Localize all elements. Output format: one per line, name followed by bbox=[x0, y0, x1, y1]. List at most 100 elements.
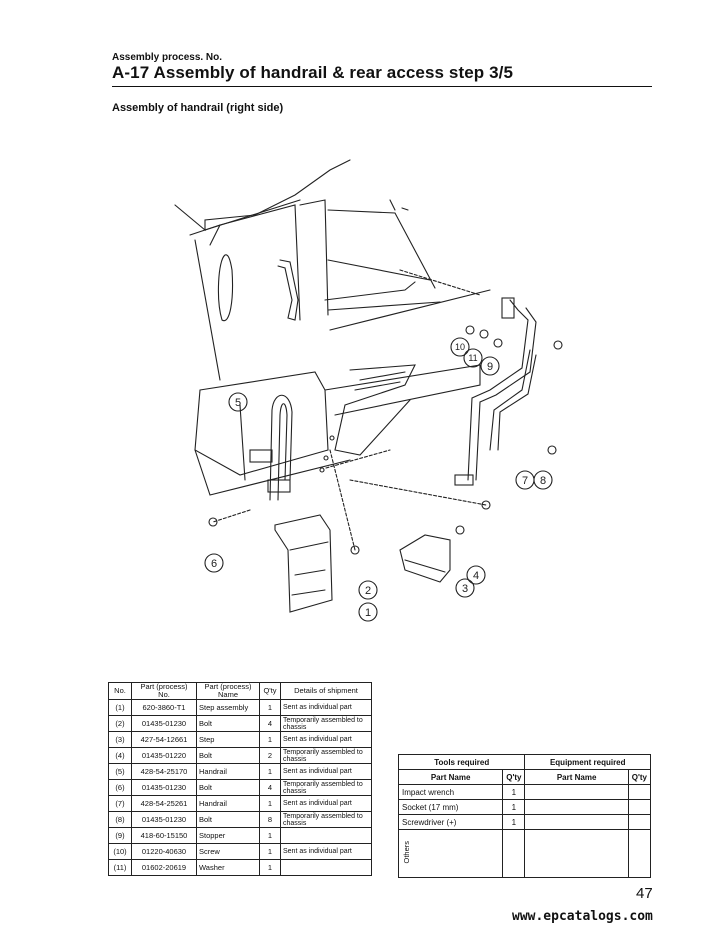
col-part-name: Part (process) Name bbox=[196, 682, 260, 700]
callout-2: 2 bbox=[365, 585, 371, 597]
step-assembly bbox=[274, 514, 333, 613]
part-qty: 1 bbox=[259, 763, 281, 780]
part-qty: 2 bbox=[259, 747, 281, 764]
part-no-index: (2) bbox=[108, 715, 132, 732]
shipment-details: Sent as individual part bbox=[280, 763, 372, 780]
shipment-details bbox=[280, 827, 372, 844]
part-no-index: (8) bbox=[108, 811, 132, 828]
shipment-details: Temporarily assembled to chassis bbox=[280, 715, 372, 732]
handrail-left bbox=[249, 394, 293, 501]
part-number: 01602-20619 bbox=[131, 859, 197, 876]
part-name: Step assembly bbox=[196, 699, 260, 716]
part-number: 418-60-15150 bbox=[131, 827, 197, 844]
callout-3: 3 bbox=[462, 583, 468, 595]
part-qty: 1 bbox=[259, 859, 281, 876]
part-no-index: (5) bbox=[108, 763, 132, 780]
equipment-part-name-header: Part Name bbox=[524, 769, 629, 785]
part-name: Bolt bbox=[196, 779, 260, 796]
part-name: Handrail bbox=[196, 763, 260, 780]
part-number: 01220-40630 bbox=[131, 843, 197, 860]
part-number: 01435-01230 bbox=[131, 811, 197, 828]
tools-header: Tools required bbox=[397, 754, 526, 770]
equipment-header: Equipment required bbox=[524, 754, 651, 770]
shipment-details: Sent as individual part bbox=[280, 795, 372, 812]
col-details: Details of shipment bbox=[280, 682, 372, 700]
callout-7: 7 bbox=[522, 475, 528, 487]
part-qty: 8 bbox=[259, 811, 281, 828]
part-number: 428-54-25261 bbox=[131, 795, 197, 812]
tool-qty: 1 bbox=[502, 814, 526, 830]
watermark: www.epcatalogs.com bbox=[512, 909, 653, 924]
shipment-details: Sent as individual part bbox=[280, 843, 372, 860]
part-name: Bolt bbox=[196, 811, 260, 828]
part-name: Washer bbox=[196, 859, 260, 876]
section-heading: Assembly of handrail (right side) bbox=[112, 102, 284, 114]
callout-6: 6 bbox=[211, 558, 217, 570]
part-number: 01435-01220 bbox=[131, 747, 197, 764]
tool-name: Screwdriver (+) bbox=[397, 814, 504, 830]
part-no-index: (1) bbox=[108, 699, 132, 716]
shipment-details: Sent as individual part bbox=[280, 731, 372, 748]
part-no-index: (4) bbox=[108, 747, 132, 764]
part-name: Handrail bbox=[196, 795, 260, 812]
part-no-index: (10) bbox=[108, 843, 132, 860]
step bbox=[399, 534, 451, 583]
part-no-index: (3) bbox=[108, 731, 132, 748]
part-qty: 1 bbox=[259, 699, 281, 716]
col-qty: Q'ty bbox=[259, 682, 281, 700]
handrail-right bbox=[454, 297, 537, 486]
part-no-index: (11) bbox=[108, 859, 132, 876]
part-qty: 1 bbox=[259, 827, 281, 844]
callout-8: 8 bbox=[540, 475, 546, 487]
callout-4: 4 bbox=[473, 570, 479, 582]
part-number: 01435-01230 bbox=[131, 779, 197, 796]
part-number: 620-3860-T1 bbox=[131, 699, 197, 716]
callout-5: 5 bbox=[235, 397, 241, 409]
tools-qty-header: Q'ty bbox=[502, 769, 526, 785]
part-no-index: (7) bbox=[108, 795, 132, 812]
part-name: Step bbox=[196, 731, 260, 748]
tool-name: Impact wrench bbox=[397, 784, 504, 800]
part-name: Stopper bbox=[196, 827, 260, 844]
others-label: Others bbox=[402, 841, 411, 864]
part-no-index: (9) bbox=[108, 827, 132, 844]
shipment-details: Temporarily assembled to chassis bbox=[280, 811, 372, 828]
process-label: Assembly process. No. bbox=[112, 52, 223, 63]
fasteners bbox=[208, 325, 563, 555]
shipment-details bbox=[280, 859, 372, 876]
parts-table: No. Part (process) No. Part (process) Na… bbox=[108, 682, 372, 876]
page-number: 47 bbox=[636, 885, 653, 902]
part-number: 427-54-12661 bbox=[131, 731, 197, 748]
callout-9: 9 bbox=[487, 361, 493, 373]
page-title: A-17 Assembly of handrail & rear access … bbox=[112, 63, 514, 82]
shipment-details: Temporarily assembled to chassis bbox=[280, 779, 372, 796]
tools-part-name-header: Part Name bbox=[397, 769, 504, 785]
part-qty: 4 bbox=[259, 715, 281, 732]
tool-qty: 1 bbox=[502, 784, 526, 800]
shipment-details: Temporarily assembled to chassis bbox=[280, 747, 372, 764]
part-qty: 1 bbox=[259, 795, 281, 812]
tool-qty: 1 bbox=[502, 799, 526, 815]
callout-10: 10 bbox=[455, 342, 465, 352]
leader-lines bbox=[212, 269, 487, 551]
callouts bbox=[204, 337, 553, 622]
part-qty: 4 bbox=[259, 779, 281, 796]
others-cell: Others bbox=[397, 829, 504, 878]
col-no: No. bbox=[108, 682, 132, 700]
title-rule bbox=[112, 86, 652, 87]
part-qty: 1 bbox=[259, 731, 281, 748]
part-number: 01435-01230 bbox=[131, 715, 197, 732]
col-part-no: Part (process) No. bbox=[131, 682, 197, 700]
part-qty: 1 bbox=[259, 843, 281, 860]
callout-1: 1 bbox=[365, 607, 371, 619]
part-name: Screw bbox=[196, 843, 260, 860]
